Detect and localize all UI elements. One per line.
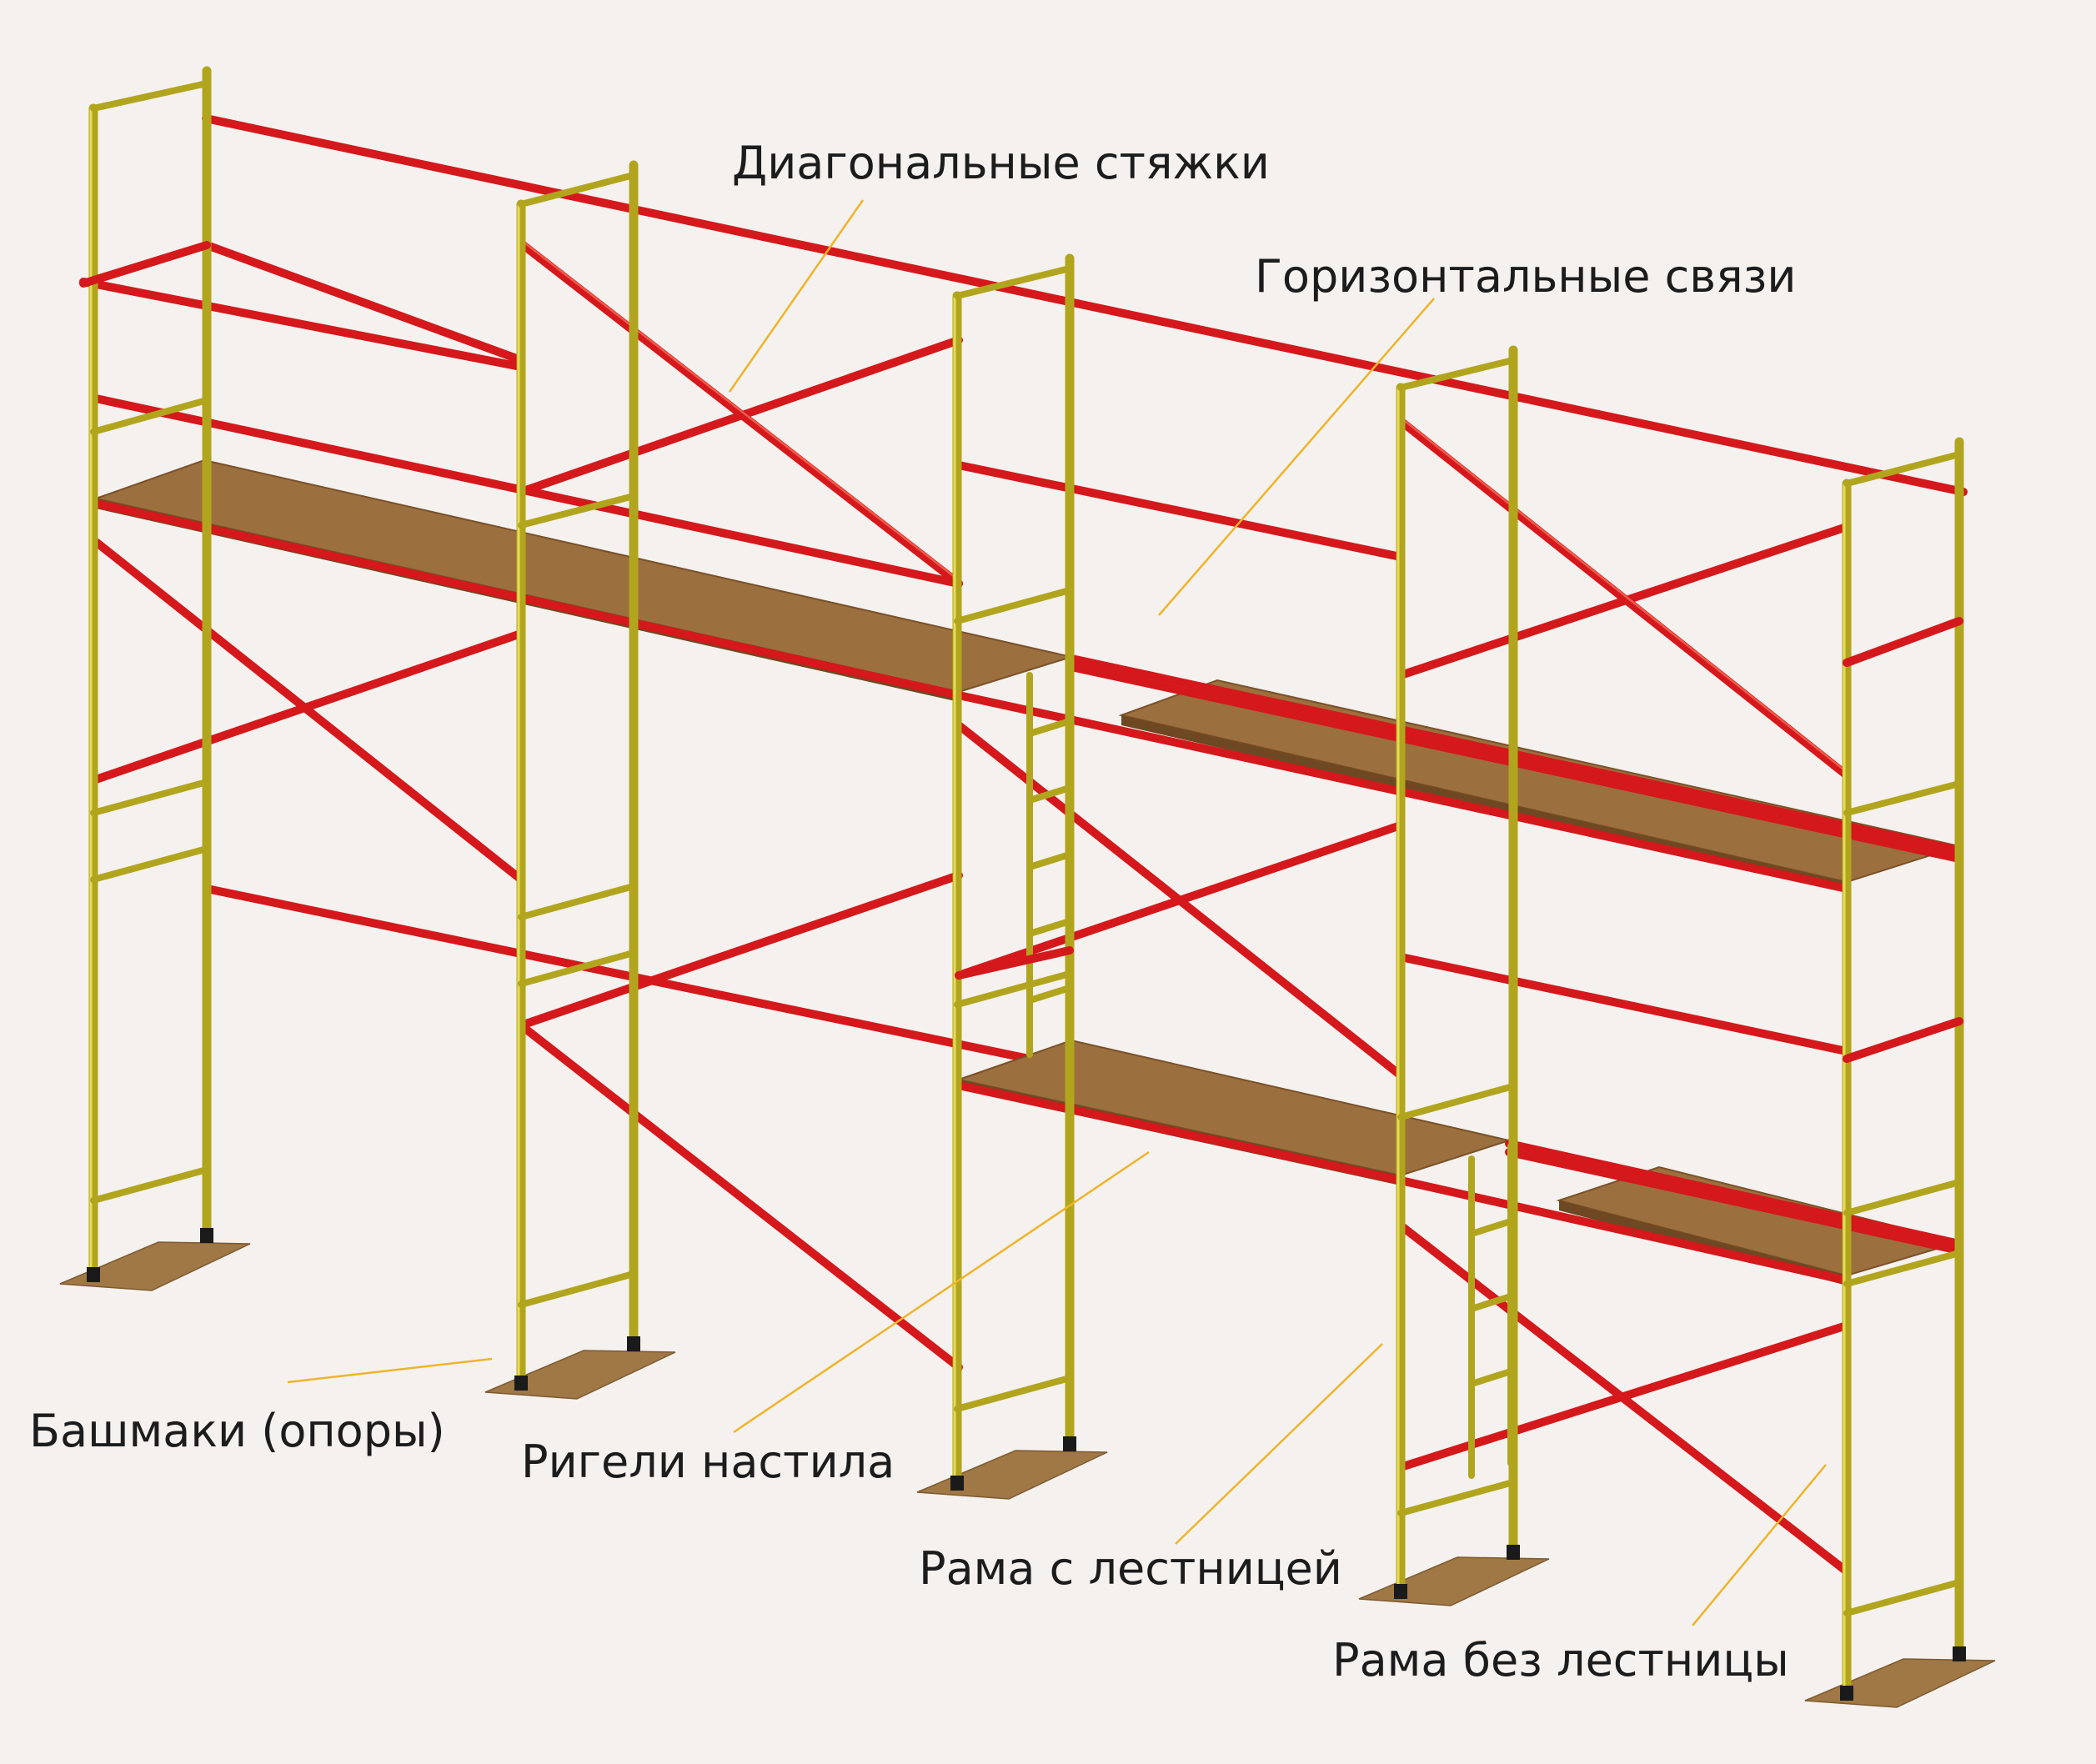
frame-5 <box>1840 437 1966 1701</box>
label-frame-without-ladder: Рама без лестницы <box>1332 1634 1789 1686</box>
diagonal-braces <box>92 238 1851 1576</box>
base-plate <box>484 1350 676 1400</box>
frame-4 <box>1394 345 1520 1599</box>
horizontal-ties-front <box>79 241 1963 1063</box>
base-plate <box>59 1241 251 1291</box>
frames <box>87 66 1966 1701</box>
base-plate <box>1804 1658 1996 1708</box>
label-deck-ledgers: Ригели настила <box>521 1436 895 1488</box>
frame-2 <box>514 160 640 1391</box>
base-plate <box>1358 1556 1550 1606</box>
label-frame-with-ladder: Рама с лестницей <box>919 1542 1342 1595</box>
leader-deck-ledgers <box>733 1150 1150 1434</box>
label-base-shoes: Башмаки (опоры) <box>29 1405 445 1457</box>
leader-diagonal-braces <box>728 199 865 393</box>
deck-upper-right <box>1118 679 1963 884</box>
frame-1 <box>87 66 213 1282</box>
leader-lines <box>287 199 1827 1626</box>
frame-3 <box>950 253 1076 1491</box>
labels: Диагональные стяжки Горизонтальные связи… <box>29 137 1796 1686</box>
base-plate <box>916 1450 1108 1500</box>
label-diagonal-braces: Диагональные стяжки <box>732 137 1270 189</box>
leader-frame-without-ladder <box>1692 1464 1827 1626</box>
leader-base-shoes <box>287 1357 493 1384</box>
leader-horizontal-ties <box>1158 298 1435 616</box>
leader-frame-with-ladder <box>1175 1343 1383 1545</box>
label-horizontal-ties: Горизонтальные связи <box>1255 250 1796 303</box>
